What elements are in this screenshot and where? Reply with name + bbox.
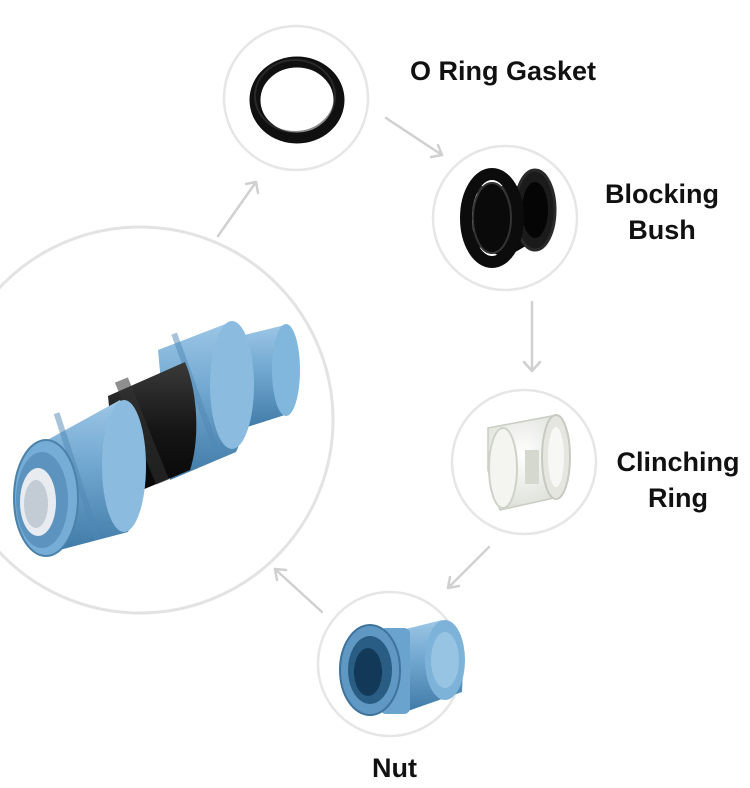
o-ring-circle xyxy=(222,24,370,172)
blocking-bush-label-line-1: Blocking xyxy=(604,179,719,209)
blocking-bush-label-line-2: Bush xyxy=(628,215,696,245)
arrow-oring-to-bush xyxy=(384,116,444,159)
clinching-ring-label: Clinching Ring xyxy=(612,444,744,516)
arrow-coupler-to-oring xyxy=(216,180,260,238)
blocking-bush-image xyxy=(460,168,557,268)
nut-image xyxy=(339,620,465,716)
arrow-bush-to-clinch xyxy=(522,300,542,373)
clinching-ring-label-line-2: Ring xyxy=(648,483,708,513)
clinching-ring-image xyxy=(487,414,571,511)
o-ring-gasket-image xyxy=(249,56,345,144)
nut-label-line-1: Nut xyxy=(372,753,417,783)
nut-label: Nut xyxy=(372,750,417,786)
clinching-ring-label-line-1: Clinching xyxy=(616,447,740,477)
coupler-image xyxy=(13,321,300,557)
o-ring-gasket-label: O Ring Gasket xyxy=(410,53,596,89)
arrow-nut-to-coupler xyxy=(273,567,324,614)
arrow-clinch-to-nut xyxy=(446,545,491,590)
o-ring-gasket-label-line-1: O Ring Gasket xyxy=(410,56,597,86)
blocking-bush-label: Blocking Bush xyxy=(599,176,725,248)
